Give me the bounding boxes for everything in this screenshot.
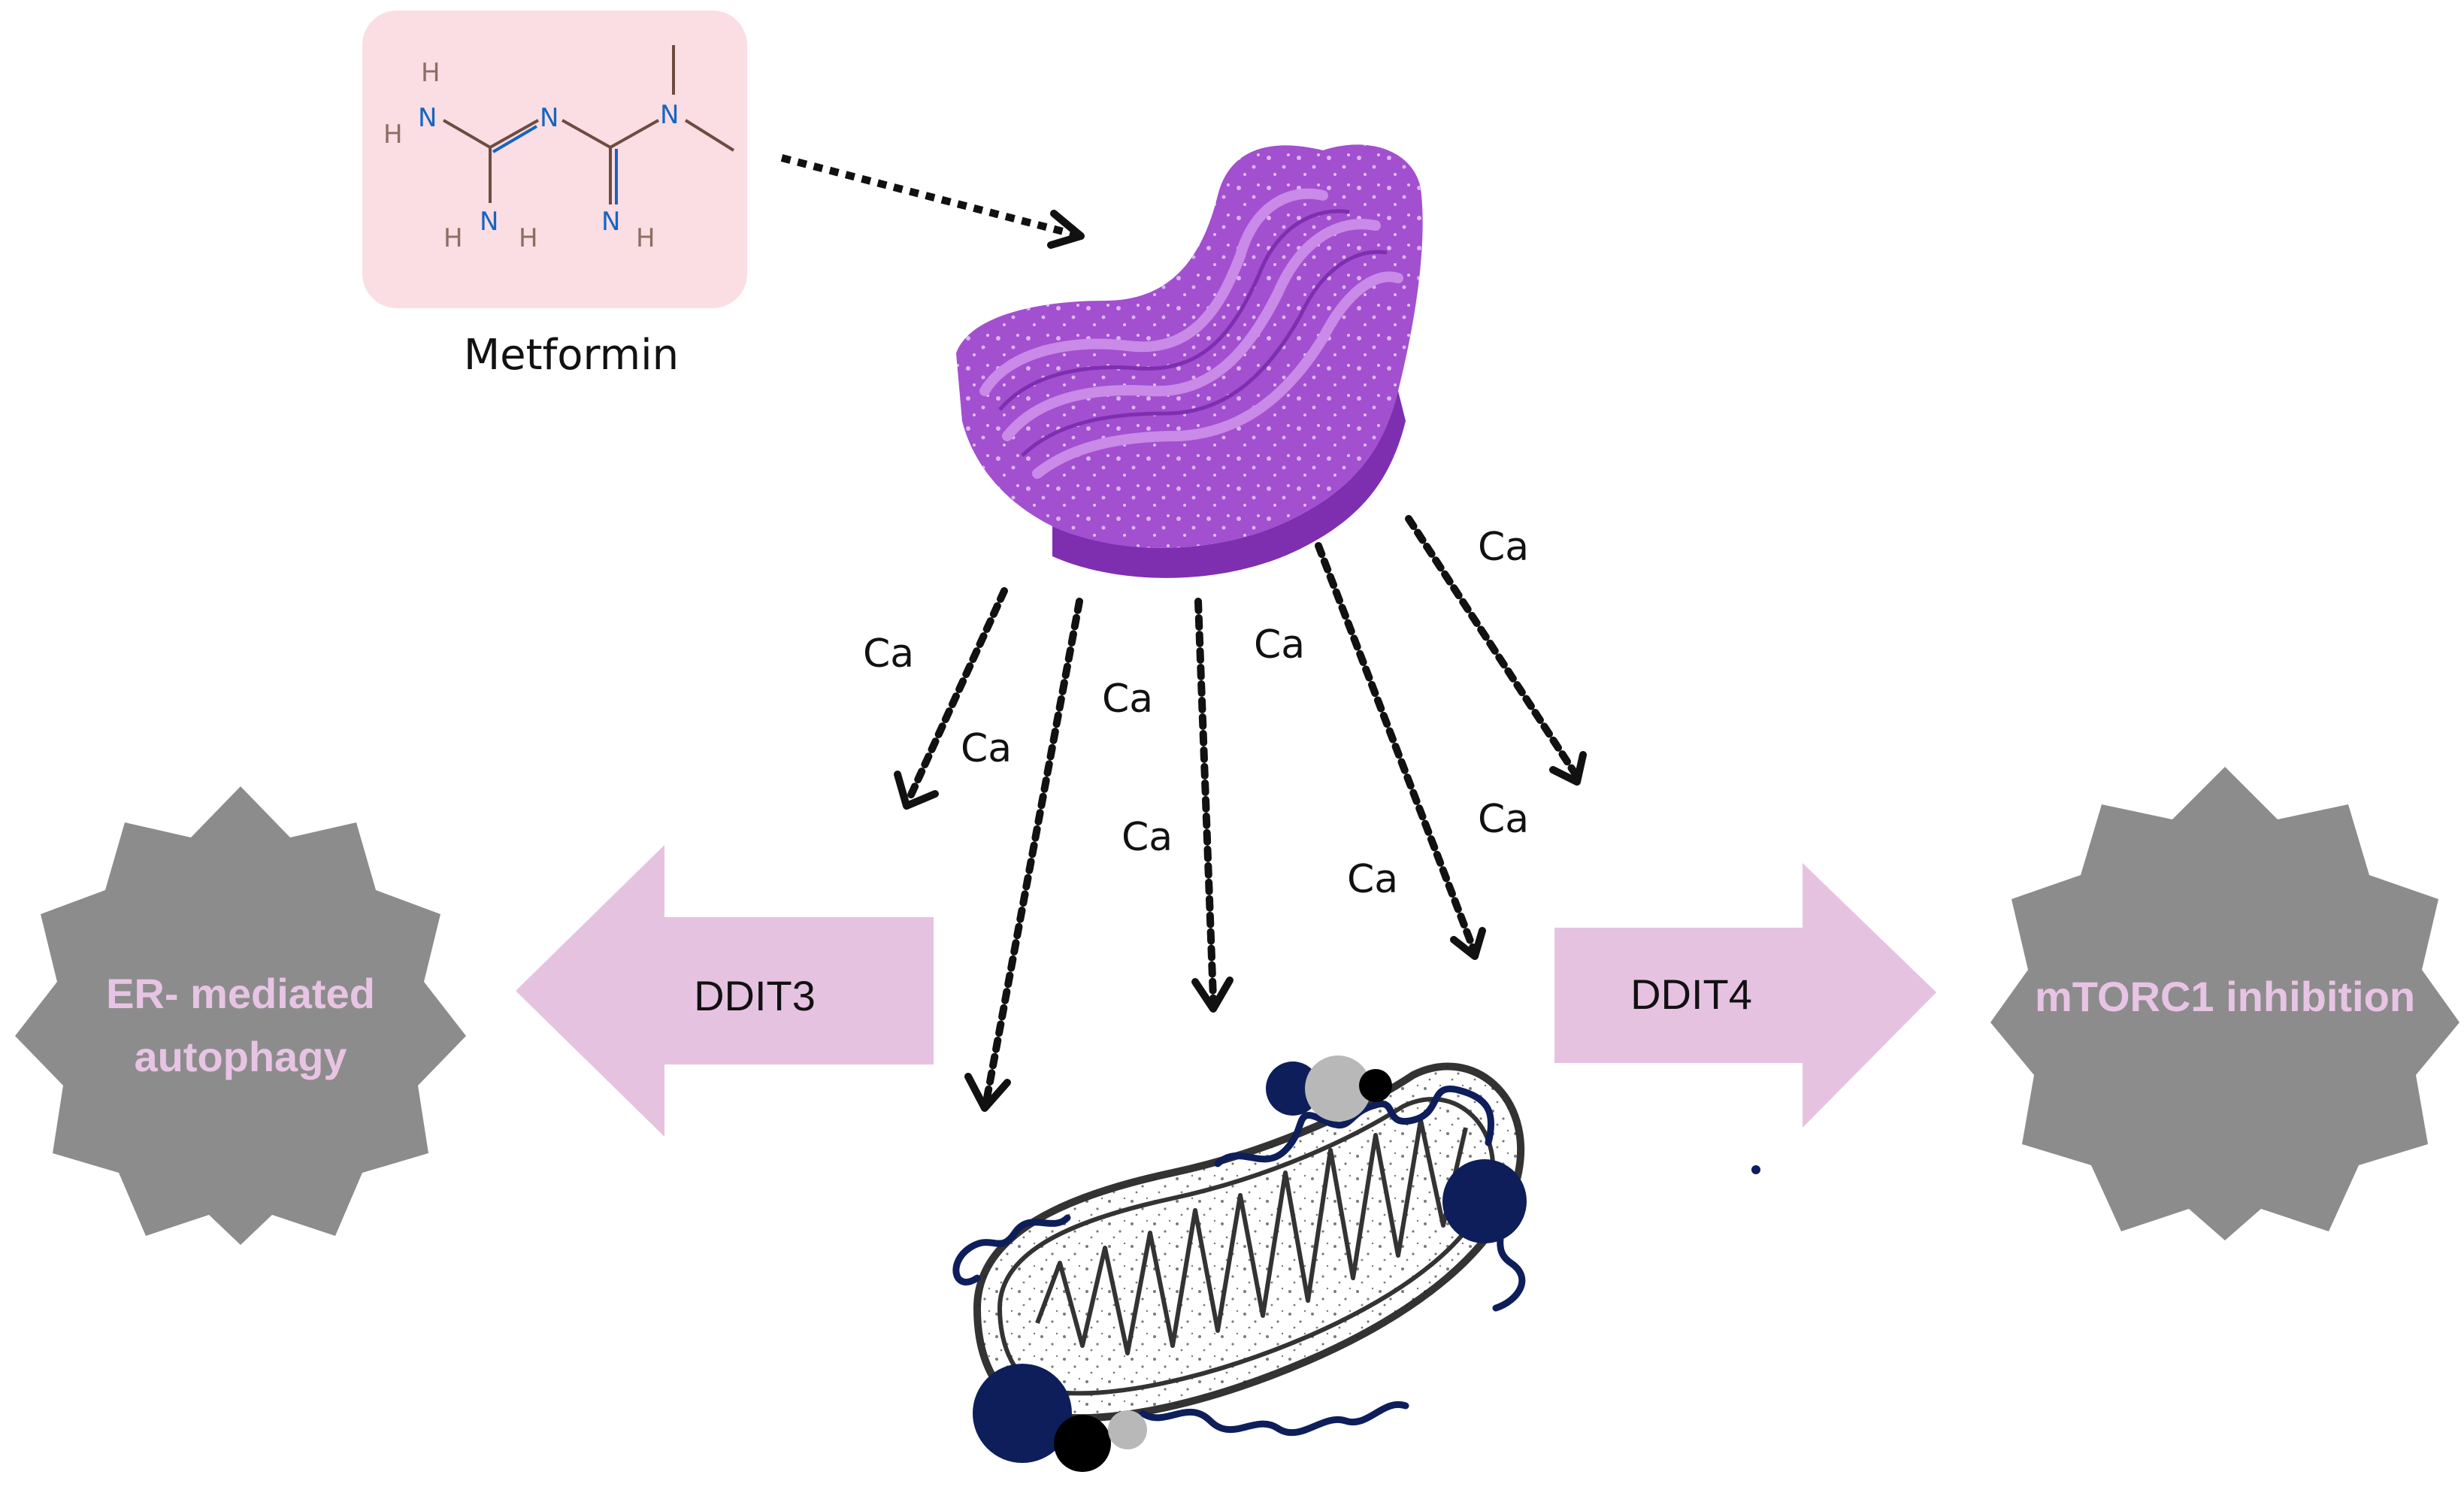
er-autophagy-line1: ER- mediated	[106, 970, 375, 1017]
endoplasmic-reticulum-illustration	[956, 144, 1423, 578]
atom-h: H	[421, 58, 440, 88]
ddit3-label: DDIT3	[694, 972, 816, 1019]
calcium-label: Ca	[863, 631, 915, 677]
atom-n: N	[660, 100, 679, 130]
molecule-atoms: N H H N N H H N N H	[383, 58, 679, 253]
mitochondrion-illustration	[952, 1055, 1527, 1472]
mtorc1-inhibition-label: mTORC1 inhibition	[2034, 973, 2416, 1020]
calcium-arrow-2	[964, 598, 1083, 1112]
atom-h: H	[443, 223, 463, 253]
atom-h: H	[636, 223, 655, 253]
ddit3-arrow	[516, 845, 934, 1137]
atom-n: N	[601, 207, 620, 237]
er-autophagy-label: ER- mediated autophagy	[15, 962, 466, 1089]
atom-h: H	[519, 223, 538, 253]
calcium-label: Ca	[1347, 857, 1399, 902]
ddit4-label: DDIT4	[1630, 971, 1752, 1018]
calcium-arrows	[894, 515, 1587, 1112]
ddit4-arrow	[1554, 863, 1936, 1128]
calcium-label: Ca	[1478, 525, 1530, 570]
calcium-arrow-1	[894, 587, 1008, 810]
calcium-label: Ca	[961, 726, 1013, 771]
molecule-box	[362, 11, 747, 308]
er-autophagy-badge	[15, 786, 466, 1245]
er-autophagy-line2: autophagy	[134, 1033, 347, 1080]
calcium-label: Ca	[1254, 622, 1306, 668]
calcium-arrow-3	[1191, 598, 1234, 1013]
calcium-label: Ca	[1102, 677, 1154, 722]
metformin-to-er-arrow	[780, 154, 1085, 249]
atom-n: N	[418, 103, 437, 133]
stray-dot	[1751, 1165, 1760, 1174]
metformin-structure: N H H N N H H N N H	[362, 11, 747, 308]
atom-n: N	[540, 103, 558, 133]
mtorc1-inhibition-badge	[1990, 767, 2459, 1240]
calcium-label: Ca	[1122, 815, 1173, 860]
calcium-label: Ca	[1478, 797, 1530, 842]
atom-n: N	[480, 207, 498, 237]
calcium-arrow-5	[1405, 515, 1587, 786]
molecule-bonds	[442, 45, 735, 204]
metformin-label: Metformin	[463, 331, 680, 380]
atom-h: H	[383, 120, 403, 150]
calcium-arrow-4	[1315, 542, 1486, 960]
